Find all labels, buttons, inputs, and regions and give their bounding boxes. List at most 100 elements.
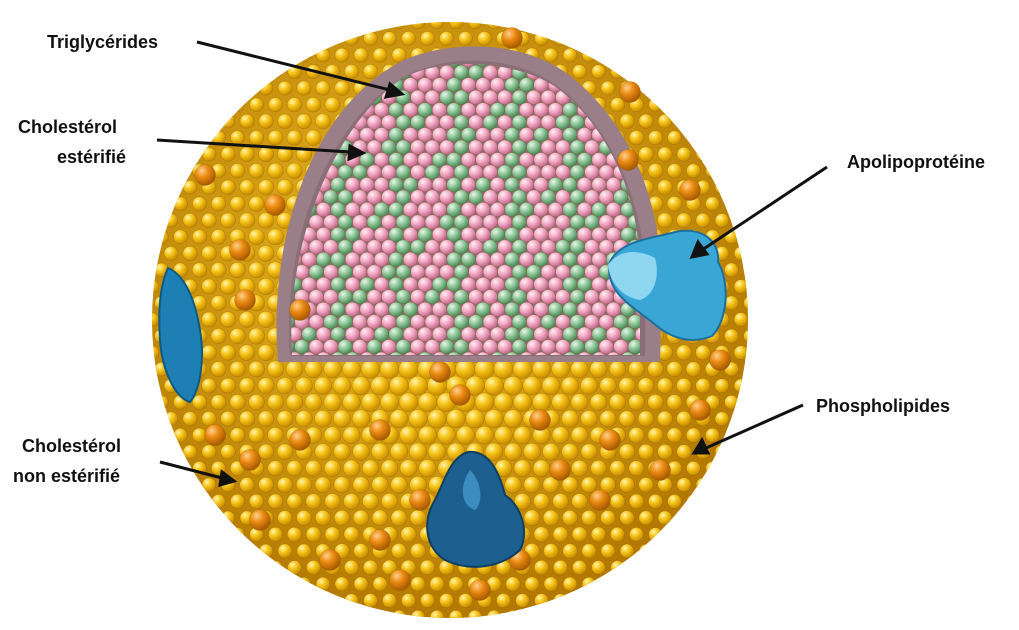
triglyceride-bead: [382, 290, 396, 304]
phospholipid-bead: [475, 359, 495, 379]
phospholipid-bead: [562, 444, 579, 461]
cholesterol-bead: [450, 385, 471, 406]
triglyceride-bead: [382, 165, 396, 179]
phospholipid-bead: [696, 147, 710, 161]
triglyceride-bead: [476, 78, 490, 92]
phospholipid-bead: [715, 181, 729, 195]
phospholipid-bead: [390, 376, 409, 395]
phospholipid-bead: [344, 493, 360, 509]
phospholipid-bead: [259, 544, 273, 558]
triglyceride-bead: [345, 252, 359, 266]
cholesteryl-ester-bead: [440, 90, 454, 104]
phospholipid-bead: [505, 477, 522, 494]
phospholipid-bead: [249, 361, 265, 377]
cholesteryl-ester-bead: [454, 65, 468, 79]
phospholipid-bead: [619, 444, 635, 460]
label-cholesterol-esterifie-line2: estérifié: [57, 147, 126, 167]
cholesteryl-ester-bead: [563, 327, 577, 341]
phospholipid-bead: [258, 278, 274, 294]
triglyceride-bead: [309, 290, 323, 304]
triglyceride-bead: [345, 302, 359, 316]
phospholipid-bead: [600, 377, 617, 394]
phospholipid-bead: [306, 97, 321, 112]
phospholipid-bead: [286, 394, 303, 411]
triglyceride-bead: [440, 240, 454, 254]
phospholipid-bead: [296, 477, 312, 493]
phospholipid-bead: [677, 411, 692, 426]
phospholipid-bead: [524, 477, 540, 493]
cholesteryl-ester-bead: [425, 290, 439, 304]
phospholipid-bead: [638, 378, 654, 394]
triglyceride-bead: [577, 227, 591, 241]
triglyceride-bead: [519, 302, 533, 316]
triglyceride-bead: [374, 178, 388, 192]
phospholipid-bead: [468, 610, 482, 624]
phospholipid-bead: [658, 180, 673, 195]
phospholipid-bead: [391, 510, 407, 526]
triglyceride-bead: [461, 202, 475, 216]
phospholipid-bead: [534, 527, 549, 542]
phospholipid-bead: [428, 443, 446, 461]
cholesteryl-ester-bead: [512, 215, 526, 229]
phospholipid-bead: [619, 378, 635, 394]
triglyceride-bead: [585, 240, 599, 254]
phospholipid-bead: [287, 130, 302, 145]
cholesterol-bead: [430, 362, 451, 383]
phospholipid-bead: [524, 510, 540, 526]
phospholipid-bead: [268, 494, 283, 509]
cholesteryl-ester-bead: [295, 340, 309, 354]
triglyceride-bead: [548, 153, 562, 167]
triglyceride-bead: [353, 240, 367, 254]
phospholipid-bead: [639, 81, 653, 95]
cholesteryl-ester-bead: [382, 140, 396, 154]
phospholipid-bead: [639, 478, 654, 493]
phospholipid-bead: [183, 213, 197, 227]
cholesteryl-ester-bead: [512, 190, 526, 204]
phospholipid-bead: [687, 495, 701, 509]
phospholipid-bead: [610, 494, 625, 509]
phospholipid-bead: [553, 494, 569, 510]
phospholipid-bead: [287, 163, 303, 179]
phospholipid-bead: [504, 376, 523, 395]
phospholipid-bead: [202, 378, 217, 393]
cholesteryl-ester-bead: [570, 315, 584, 329]
phospholipid-bead: [306, 460, 322, 476]
cholesteryl-ester-bead: [331, 227, 345, 241]
phospholipid-bead: [335, 48, 349, 62]
phospholipid-bead: [268, 98, 282, 112]
triglyceride-bead: [411, 140, 425, 154]
cholesteryl-ester-bead: [570, 115, 584, 129]
phospholipid-bead: [183, 412, 197, 426]
cholesteryl-ester-bead: [621, 53, 635, 67]
triglyceride-bead: [498, 265, 512, 279]
triglyceride-bead: [440, 190, 454, 204]
triglyceride-bead: [360, 178, 374, 192]
triglyceride-bead: [483, 315, 497, 329]
cholesteryl-ester-bead: [396, 165, 410, 179]
phospholipid-bead: [667, 196, 682, 211]
phospholipid-bead: [648, 494, 662, 508]
triglyceride-bead: [541, 215, 555, 229]
triglyceride-bead: [374, 252, 388, 266]
phospholipid-bead: [192, 197, 206, 211]
cholesterol-bead: [650, 460, 671, 481]
phospholipid-bead: [402, 594, 416, 608]
cholesterol-bead: [205, 425, 226, 446]
cholesterol-bead: [600, 430, 621, 451]
cholesterol-bead: [235, 290, 256, 311]
phospholipid-bead: [306, 494, 321, 509]
phospholipid-bead: [325, 527, 340, 542]
triglyceride-bead: [461, 178, 475, 192]
phospholipid-bead: [258, 245, 274, 261]
triglyceride-bead: [382, 240, 396, 254]
triglyceride-bead: [490, 202, 504, 216]
triglyceride-bead: [476, 128, 490, 142]
phospholipid-bead: [249, 428, 264, 443]
phospholipid-bead: [249, 163, 264, 178]
cholesteryl-ester-bead: [512, 165, 526, 179]
cholesteryl-ester-bead: [396, 265, 410, 279]
phospholipid-bead: [571, 360, 589, 378]
cholesteryl-ester-bead: [353, 165, 367, 179]
cholesteryl-ester-bead: [454, 140, 468, 154]
triglyceride-bead: [461, 227, 475, 241]
